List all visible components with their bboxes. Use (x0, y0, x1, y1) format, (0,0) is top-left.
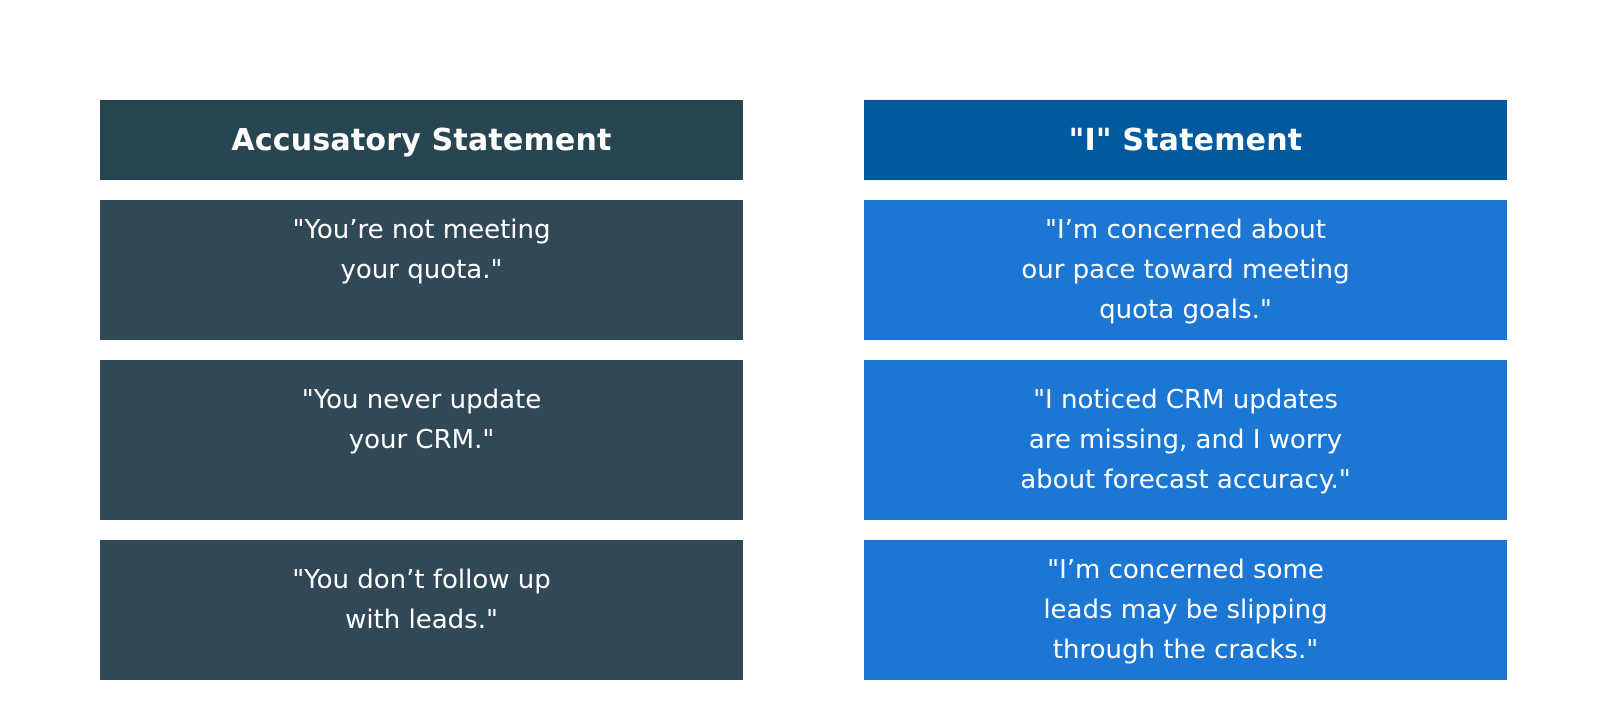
accusatory-statement-3-line-1: "You don’t follow up (292, 565, 551, 595)
accusatory-statement-1-line-2: your quota." (340, 255, 503, 285)
accusatory-statement-2-line-2: your CRM." (348, 425, 495, 455)
accusatory-header: Accusatory Statement (100, 100, 743, 180)
accusatory-statement-2: "You never update your CRM." (100, 360, 743, 520)
i-statement-3-line-3: through the cracks." (1052, 635, 1319, 665)
accusatory-column: Accusatory Statement "You’re not meeting… (100, 100, 743, 680)
i-statement-1-line-1: "I’m concerned about (1045, 215, 1326, 245)
i-statement-1: "I’m concerned about our pace toward mee… (864, 200, 1507, 340)
i-statement-2-line-1: "I noticed CRM updates (1033, 385, 1338, 415)
accusatory-statement-1: "You’re not meeting your quota." (100, 200, 743, 340)
i-statement-3: "I’m concerned some leads may be slippin… (864, 540, 1507, 680)
i-statement-2-line-2: are missing, and I worry (1028, 425, 1343, 455)
i-statement-column: "I" Statement "I’m concerned about our p… (864, 100, 1507, 680)
i-statement-1-line-2: our pace toward meeting (1021, 255, 1350, 285)
accusatory-statement-3-line-2: with leads." (345, 605, 498, 635)
i-statement-2-line-3: about forecast accuracy." (1020, 465, 1351, 495)
i-statement-1-line-3: quota goals." (1099, 295, 1272, 325)
accusatory-statement-3: "You don’t follow up with leads." (100, 540, 743, 680)
i-statement-header: "I" Statement (864, 100, 1507, 180)
i-statement-3-line-2: leads may be slipping (1043, 595, 1328, 625)
accusatory-statement-1-line-1: "You’re not meeting (292, 215, 551, 245)
i-statement-2: "I noticed CRM updates are missing, and … (864, 360, 1507, 520)
i-statement-3-line-1: "I’m concerned some (1047, 555, 1324, 585)
accusatory-statement-2-line-1: "You never update (301, 385, 542, 415)
